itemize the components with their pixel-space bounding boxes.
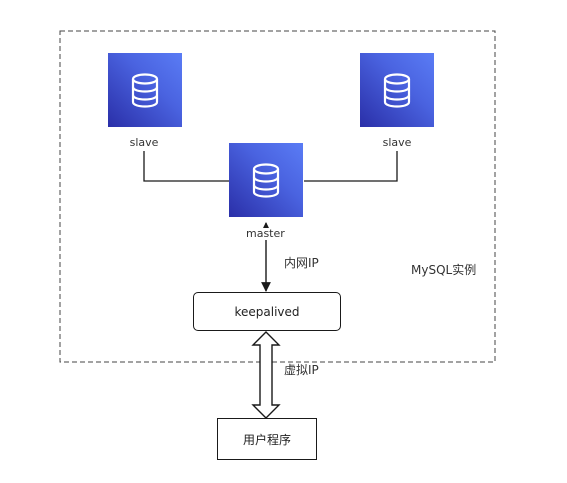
keepalived-user-double-arrow [251,331,281,419]
virtual-ip-label: 虚拟IP [284,363,319,377]
master-label: master [244,227,287,240]
mysql-instance-label: MySQL实例 [411,263,477,277]
keepalived-box: keepalived [193,292,341,331]
master-to-slave-left-line [143,151,229,182]
master-db-tile [229,143,303,217]
database-icon [383,73,411,108]
internal-ip-label: 内网IP [284,256,319,270]
slave-right-db-tile [360,53,434,127]
user-program-label: 用户程序 [242,432,291,447]
keepalived-label: keepalived [234,304,300,319]
mysql-instance-group [59,30,496,363]
database-icon [131,73,159,108]
slave-left-db-tile [108,53,182,127]
slave-right-label: slave [382,136,412,149]
slave-left-label: slave [129,136,159,149]
user-program-box: 用户程序 [217,418,317,460]
database-icon [252,163,280,198]
master-to-slave-right-line [304,151,398,182]
